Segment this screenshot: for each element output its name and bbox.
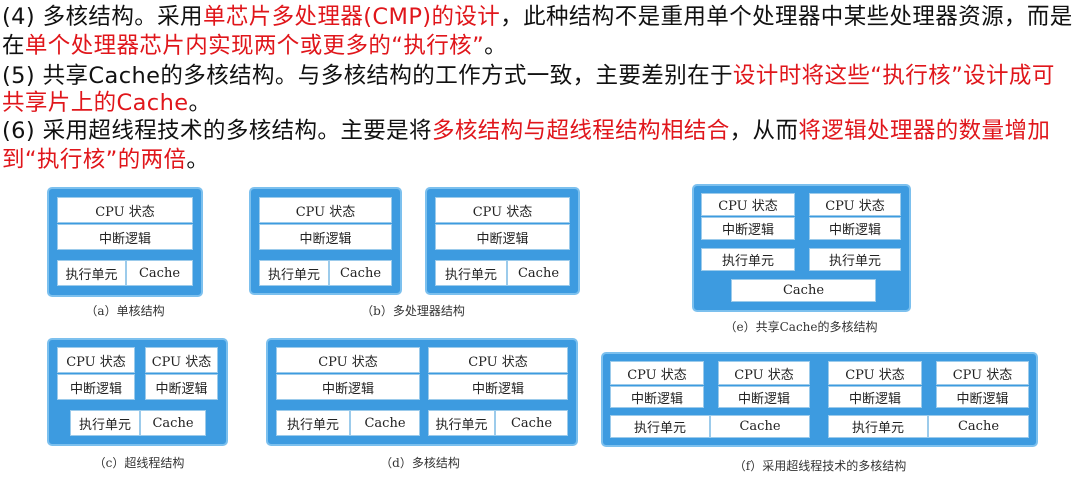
caption-e: （e）共享Cache的多核结构 [724, 320, 878, 334]
irq-block: 中断逻辑 [701, 217, 795, 240]
text-segment: 在 [2, 33, 25, 59]
cpu-block: CPU 状态 [936, 361, 1029, 385]
irq-block: 中断逻辑 [435, 224, 570, 250]
irq-block: 中断逻辑 [259, 224, 392, 250]
irq-block: 中断逻辑 [610, 386, 704, 408]
irq-block: 中断逻辑 [57, 224, 193, 250]
irq-block: 中断逻辑 [828, 386, 922, 408]
text-line: (6) 采用超线程技术的多核结构。主要是将多核结构与超线程结构相结合，从而将逻辑… [2, 117, 1050, 145]
exec-block: 执行单元 [435, 260, 507, 286]
highlighted-text: 共享片上的Cache [2, 90, 189, 116]
cache-block: Cache [495, 410, 568, 436]
text-line: (4) 多核结构。采用单芯片多处理器(CMP)的设计，此种结构不是重用单个处理器… [2, 3, 1073, 31]
cpu-block: CPU 状态 [428, 347, 568, 373]
irq-block: 中断逻辑 [57, 374, 135, 400]
exec-block: 执行单元 [610, 415, 710, 438]
cache-block: Cache [710, 415, 810, 438]
text-segment: (5) 共享Cache的多核结构。与多核结构的工作方式一致，主要差别在于 [2, 63, 733, 89]
irq-block: 中断逻辑 [276, 374, 420, 400]
exec-block: 执行单元 [428, 410, 495, 436]
exec-block: 执行单元 [276, 410, 350, 436]
highlighted-text: 将逻辑处理器的数量增加 [798, 118, 1051, 144]
highlighted-text: 设计时将这些“执行核”设计成可 [732, 63, 1055, 89]
highlighted-text: 单芯片多处理器(CMP)的设计 [202, 4, 501, 30]
irq-block: 中断逻辑 [809, 217, 901, 240]
highlighted-text: 单个处理器芯片内实现两个或更多的“执行核” [24, 33, 485, 59]
text-segment: 。 [484, 33, 508, 59]
text-segment: ，从而 [729, 118, 799, 144]
text-segment: 。 [188, 90, 212, 116]
exec-block: 执行单元 [259, 260, 329, 286]
cpu-block: CPU 状态 [809, 193, 901, 216]
caption-a: （a）单核结构 [85, 304, 165, 318]
cache-block: Cache [126, 260, 193, 286]
cpu-block: CPU 状态 [828, 361, 922, 385]
cache-block: Cache [140, 410, 206, 436]
irq-block: 中断逻辑 [145, 374, 218, 400]
caption-f: （f）采用超线程技术的多核结构 [733, 459, 907, 473]
cache-block: Cache [731, 279, 876, 302]
cpu-block: CPU 状态 [145, 347, 218, 373]
cache-block: Cache [928, 415, 1029, 438]
irq-block: 中断逻辑 [428, 374, 568, 400]
cpu-block: CPU 状态 [610, 361, 704, 385]
exec-block: 执行单元 [828, 415, 928, 438]
irq-block: 中断逻辑 [936, 386, 1029, 408]
cpu-block: CPU 状态 [701, 193, 795, 216]
highlighted-text: 到“执行核”的两倍 [2, 147, 187, 173]
text-segment: (6) 采用超线程技术的多核结构。主要是将 [2, 118, 432, 144]
highlighted-text: 多核结构与超线程结构相结合 [431, 118, 730, 144]
cpu-block: CPU 状态 [718, 361, 810, 385]
text-line: 到“执行核”的两倍。 [2, 146, 209, 174]
caption-c: （c）超线程结构 [93, 456, 185, 470]
cpu-block: CPU 状态 [57, 197, 193, 223]
caption-b: （b）多处理器结构 [361, 304, 465, 318]
text-segment: (4) 多核结构。采用 [2, 4, 203, 30]
exec-block: 执行单元 [70, 410, 140, 436]
irq-block: 中断逻辑 [718, 386, 810, 408]
text-segment: ，此种结构不是重用单个处理器中某些处理器资源，而是 [500, 4, 1073, 30]
cpu-block: CPU 状态 [57, 347, 135, 373]
exec-block: 执行单元 [701, 248, 795, 271]
cpu-block: CPU 状态 [276, 347, 420, 373]
text-line: (5) 共享Cache的多核结构。与多核结构的工作方式一致，主要差别在于设计时将… [2, 62, 1055, 90]
cpu-block: CPU 状态 [259, 197, 392, 223]
caption-d: （d）多核结构 [380, 456, 460, 470]
text-line: 在单个处理器芯片内实现两个或更多的“执行核”。 [2, 32, 507, 60]
text-line: 共享片上的Cache。 [2, 89, 211, 117]
text-segment: 。 [186, 147, 210, 173]
cache-block: Cache [350, 410, 420, 436]
exec-block: 执行单元 [809, 248, 901, 271]
cpu-block: CPU 状态 [435, 197, 570, 223]
exec-block: 执行单元 [57, 260, 126, 286]
cache-block: Cache [507, 260, 570, 286]
cache-block: Cache [329, 260, 392, 286]
